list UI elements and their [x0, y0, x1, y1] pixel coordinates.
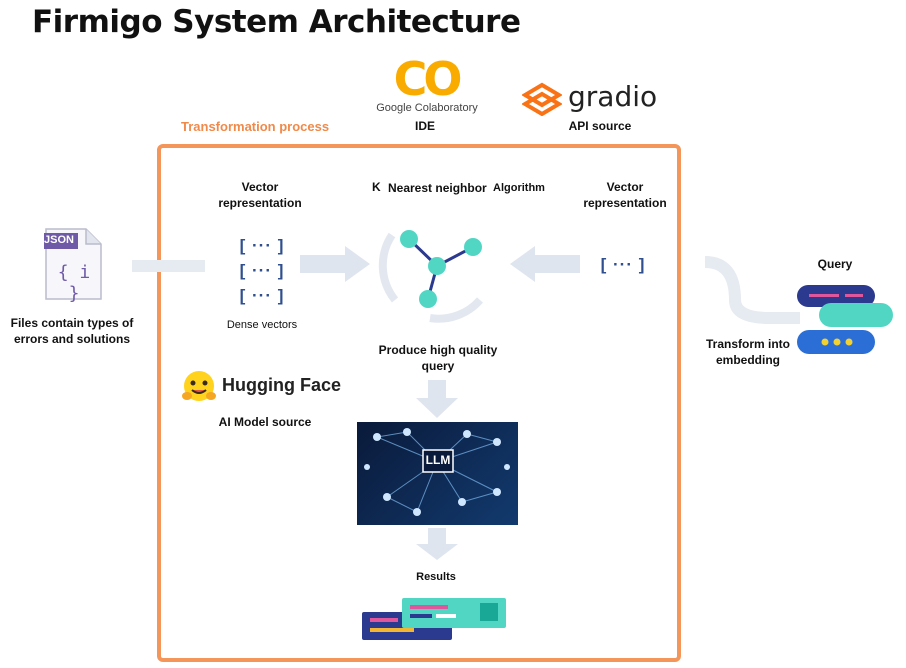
vector-left-heading: Vector representation — [218, 180, 302, 210]
transformation-frame — [157, 144, 681, 662]
vector-row: [ ··· ] — [239, 286, 285, 305]
results-label: Results — [416, 571, 456, 583]
json-glyph: { i } — [57, 262, 91, 304]
hugging-face-icon — [182, 369, 216, 403]
llm-image: LLM — [357, 422, 518, 525]
network-graphic — [364, 428, 510, 516]
json-badge: JSON — [44, 234, 74, 246]
json-caption: Files contain types of errors and soluti… — [10, 316, 134, 346]
hugging-face-name: Hugging Face — [222, 375, 342, 395]
colab-role: IDE — [414, 119, 435, 133]
knn-heading-2: Algorithm — [493, 182, 545, 194]
transform-label: Transform into embedding — [705, 337, 790, 367]
gradio-name: gradio — [568, 80, 658, 113]
gradio-icon — [522, 82, 562, 116]
colab-name: Google Colaboratory — [376, 102, 478, 114]
vector-right-heading: Vector representation — [583, 180, 667, 210]
llm-label: LLM — [425, 453, 451, 467]
vector-left-caption: Dense vectors — [226, 319, 298, 331]
hugging-face-role: AI Model source — [218, 415, 312, 429]
query-icon — [797, 284, 893, 356]
json-file-icon: JSON { i } — [44, 228, 102, 304]
query-heading: Query — [817, 257, 853, 271]
vector-row: [ ··· ] — [239, 261, 285, 280]
gradio-logo: gradio — [522, 80, 662, 116]
colab-logo-mark: CO — [393, 52, 463, 106]
knn-heading: Nearest neighbor — [388, 181, 487, 195]
knn-graph-icon — [400, 230, 482, 308]
colab-logo: CO — [390, 52, 463, 106]
transformation-label: Transformation process — [181, 119, 330, 134]
knn-k: K — [372, 180, 381, 194]
vector-row: [ ··· ] — [239, 236, 285, 255]
page-title: Firmigo System Architecture — [32, 4, 521, 40]
gradio-role: API source — [568, 119, 632, 133]
produce-label: Produce high quality query — [378, 343, 498, 373]
results-icon — [362, 596, 508, 642]
vector-right-row: [ ··· ] — [600, 255, 646, 274]
